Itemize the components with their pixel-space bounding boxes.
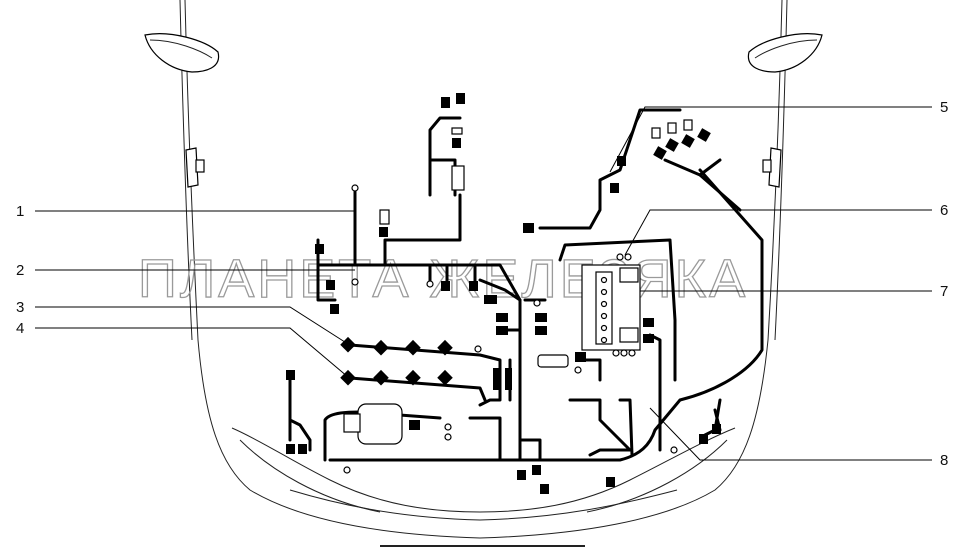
canister-purge-valve <box>357 403 403 445</box>
spark-plug-cap <box>683 119 693 131</box>
connector-block <box>298 444 307 454</box>
connector-block <box>540 484 549 494</box>
callout-labels: 1 2 3 4 5 6 7 8 <box>16 99 948 469</box>
callout-label-6: 6 <box>940 202 948 219</box>
ground-terminal <box>351 184 359 192</box>
injector-connector <box>405 339 421 356</box>
ignition-coil-connector <box>373 369 389 386</box>
ground-terminal <box>426 280 434 288</box>
connector-block <box>532 465 541 475</box>
connector-block <box>496 313 508 322</box>
ignition-coil-connector <box>405 369 421 386</box>
connector-block <box>441 97 450 108</box>
callout-label-1: 1 <box>16 203 24 220</box>
connector-block <box>505 368 512 390</box>
connector-block <box>523 223 534 233</box>
connector-block <box>712 424 721 434</box>
left-door-handle <box>185 147 205 188</box>
watermark-text: ПЛАНЕТА ЖЕЛЕЗЯКА <box>138 249 748 309</box>
oxygen-sensor <box>537 354 569 368</box>
right-mirror <box>747 33 823 73</box>
callout-label-8: 8 <box>940 452 948 469</box>
callout-leaders <box>35 106 932 461</box>
connector-block <box>617 156 626 166</box>
connector-block <box>697 128 711 142</box>
connector-block <box>535 313 547 322</box>
ignition-coil-connector <box>437 369 453 386</box>
right-door-handle <box>762 147 782 188</box>
connector-block <box>379 227 388 237</box>
connector-block <box>643 318 654 327</box>
spark-plug-cap <box>667 122 677 134</box>
connector-block <box>441 281 450 291</box>
connector-block <box>643 334 654 343</box>
callout-label-5: 5 <box>940 99 948 116</box>
injector-connector <box>437 339 453 356</box>
connector-block <box>286 444 295 454</box>
callout-label-4: 4 <box>16 320 24 337</box>
relay-module <box>451 165 465 191</box>
connector-block <box>665 138 679 152</box>
connector-block <box>493 368 500 390</box>
connector-block <box>535 326 547 335</box>
sensor-plug <box>379 209 390 225</box>
callout-label-2: 2 <box>16 262 24 279</box>
callout-label-7: 7 <box>940 283 948 300</box>
connector-block <box>517 470 526 480</box>
connector-block <box>484 295 497 304</box>
injector-connector <box>340 336 356 353</box>
connector-block <box>456 93 465 104</box>
connector-block <box>653 146 667 160</box>
ground-terminal <box>351 278 359 286</box>
connector-block <box>469 281 478 291</box>
connector-block <box>326 280 335 290</box>
connector-block <box>409 420 420 430</box>
fuse-strip <box>595 271 613 345</box>
connectors <box>286 93 721 494</box>
connector-block <box>681 134 695 148</box>
left-mirror <box>144 33 220 73</box>
relay <box>619 327 639 343</box>
connector-socket <box>451 127 463 135</box>
ground-terminal <box>474 345 482 353</box>
relay <box>619 267 639 283</box>
ground-terminal <box>533 299 541 307</box>
spark-plug-cap <box>651 127 661 139</box>
connector-block <box>699 434 708 444</box>
connector-block <box>575 352 586 362</box>
connector-block <box>610 183 619 193</box>
connector-block <box>315 244 324 254</box>
canister-nozzle <box>343 413 361 433</box>
injector-connector <box>373 339 389 356</box>
connector-block <box>606 477 615 487</box>
connector-block <box>286 370 295 380</box>
connector-block <box>496 326 508 335</box>
connector-block <box>330 304 339 314</box>
callout-label-3: 3 <box>16 299 24 316</box>
connector-block <box>452 138 461 148</box>
